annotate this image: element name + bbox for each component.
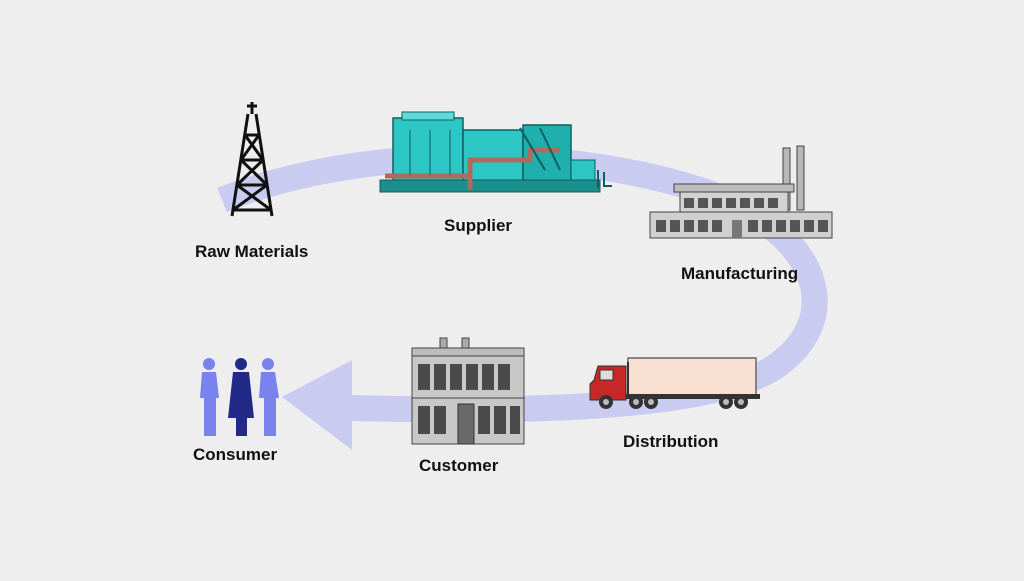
distribution-label: Distribution (623, 432, 719, 451)
store-windows (418, 364, 520, 434)
oil-derrick-icon (230, 102, 274, 217)
factory-icon (649, 145, 833, 239)
customer-label: Customer (419, 456, 499, 475)
consumer-label: Consumer (193, 445, 278, 464)
factory-windows (656, 198, 828, 232)
person-right-icon (259, 358, 279, 436)
person-center-icon (228, 358, 254, 436)
truck-icon (589, 357, 760, 409)
manufacturing-label: Manufacturing (681, 264, 799, 283)
supplier-label: Supplier (444, 216, 513, 235)
person-left-icon (200, 358, 219, 436)
store-building-icon (411, 337, 525, 445)
people-icon (200, 358, 279, 436)
plant-icon (379, 111, 612, 193)
cycle-arrowhead (282, 360, 352, 450)
raw-materials-label: Raw Materials (195, 242, 309, 261)
